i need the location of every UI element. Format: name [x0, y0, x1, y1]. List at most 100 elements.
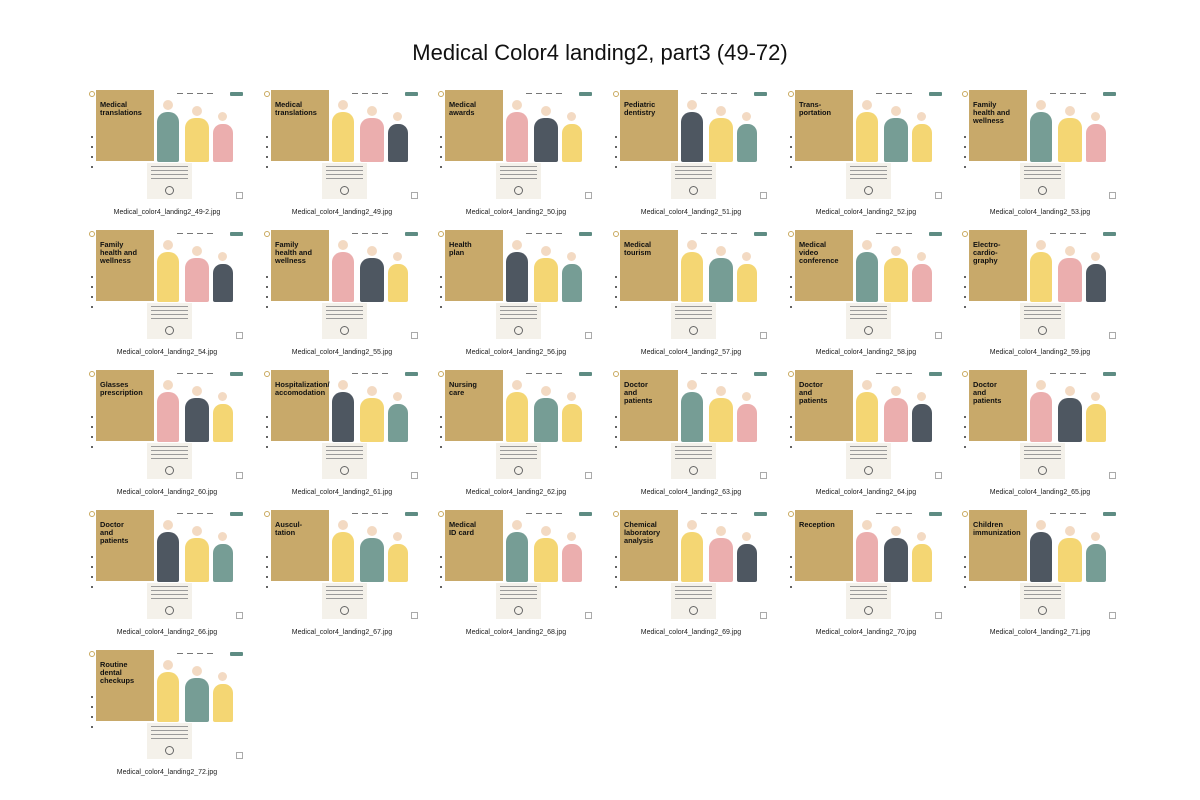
thumbnail-image[interactable]: Medical tourism	[611, 228, 771, 343]
side-dots	[91, 556, 93, 596]
thumbnail-heading: Glasses prescription	[100, 380, 143, 397]
illustration-figure	[862, 240, 872, 250]
play-icon	[340, 186, 349, 195]
thumbnail-image[interactable]: Doctor and patients	[611, 368, 771, 483]
thumbnail-heading: Chemical laboratory analysis	[624, 520, 661, 545]
thumbnail-image[interactable]: Reception	[786, 508, 946, 623]
thumbnail-image[interactable]: Health plan	[436, 228, 596, 343]
thumbnail-heading: Trans- portation	[799, 100, 832, 117]
mini-nav	[876, 373, 916, 375]
gold-panel	[969, 370, 1027, 441]
text-card	[671, 303, 716, 339]
illustration-figure	[1030, 532, 1052, 582]
mini-nav	[701, 513, 741, 515]
thumbnail-image[interactable]: Nursing care	[436, 368, 596, 483]
illustration-figure	[1086, 544, 1106, 582]
side-dots	[615, 416, 617, 456]
thumbnail-image[interactable]: Family health and wellness	[87, 228, 247, 343]
thumbnail-image[interactable]: Electro- cardio- graphy	[960, 228, 1120, 343]
grid-icon	[1109, 332, 1116, 339]
thumbnail-heading: Doctor and patients	[973, 380, 1002, 405]
thumbnail-heading: Doctor and patients	[100, 520, 129, 545]
play-icon	[864, 466, 873, 475]
text-card	[846, 443, 891, 479]
illustration-figure	[192, 386, 202, 396]
logo-icon	[89, 371, 95, 377]
thumbnail-image[interactable]: Children immunization	[960, 508, 1120, 623]
thumbnail-image[interactable]: Medical ID card	[436, 508, 596, 623]
illustration-figure	[742, 532, 751, 541]
illustration-figure	[157, 112, 179, 162]
illustration-figure	[891, 526, 901, 536]
illustration-figure	[856, 392, 878, 442]
thumbnail-image[interactable]: Auscul- tation	[262, 508, 422, 623]
thumbnail-image[interactable]: Doctor and patients	[786, 368, 946, 483]
play-icon	[514, 326, 523, 335]
illustration-figure	[912, 264, 932, 302]
illustration-figure	[737, 124, 757, 162]
grid-icon	[1109, 612, 1116, 619]
mini-nav-button	[230, 512, 243, 516]
illustration-figure	[213, 124, 233, 162]
thumbnail-image[interactable]: Pediatric dentistry	[611, 88, 771, 203]
thumbnail-image[interactable]: Family health and wellness	[262, 228, 422, 343]
thumbnail-image[interactable]: Routine dental checkups	[87, 648, 247, 763]
thumbnail-image[interactable]: Hospitalization/ accomodation	[262, 368, 422, 483]
thumbnail-heading: Reception	[799, 520, 835, 529]
mini-nav	[526, 513, 566, 515]
illustration-figure	[562, 544, 582, 582]
thumbnail-image[interactable]: Doctor and patients	[960, 368, 1120, 483]
mini-nav	[526, 93, 566, 95]
thumbnail-image[interactable]: Medical translations	[87, 88, 247, 203]
thumbnail-image[interactable]: Medical video conference	[786, 228, 946, 343]
thumbnail-image[interactable]: Doctor and patients	[87, 508, 247, 623]
thumbnail-image[interactable]: Chemical laboratory analysis	[611, 508, 771, 623]
illustration-figure	[709, 398, 733, 442]
illustration-figure	[192, 666, 202, 676]
thumbnail-heading: Routine dental checkups	[100, 660, 135, 685]
play-icon	[1038, 326, 1047, 335]
text-card	[496, 303, 541, 339]
thumbnail-image[interactable]: Family health and wellness	[960, 88, 1120, 203]
text-card	[322, 163, 367, 199]
thumbnail-caption: Medical_color4_landing2_69.jpg	[640, 629, 742, 636]
logo-icon	[264, 511, 270, 517]
gold-panel	[445, 90, 503, 161]
text-card	[846, 583, 891, 619]
illustration-figure	[192, 246, 202, 256]
illustration-figure	[213, 684, 233, 722]
thumbnail-image[interactable]: Glasses prescription	[87, 368, 247, 483]
play-icon	[165, 186, 174, 195]
thumbnail-image[interactable]: Trans- portation	[786, 88, 946, 203]
illustration-figure	[163, 380, 173, 390]
thumbnail-image[interactable]: Medical awards	[436, 88, 596, 203]
thumbnail-image[interactable]: Medical translations	[262, 88, 422, 203]
illustration-figure	[917, 252, 926, 261]
thumbnail-caption: Medical_color4_landing2_51.jpg	[640, 209, 742, 216]
